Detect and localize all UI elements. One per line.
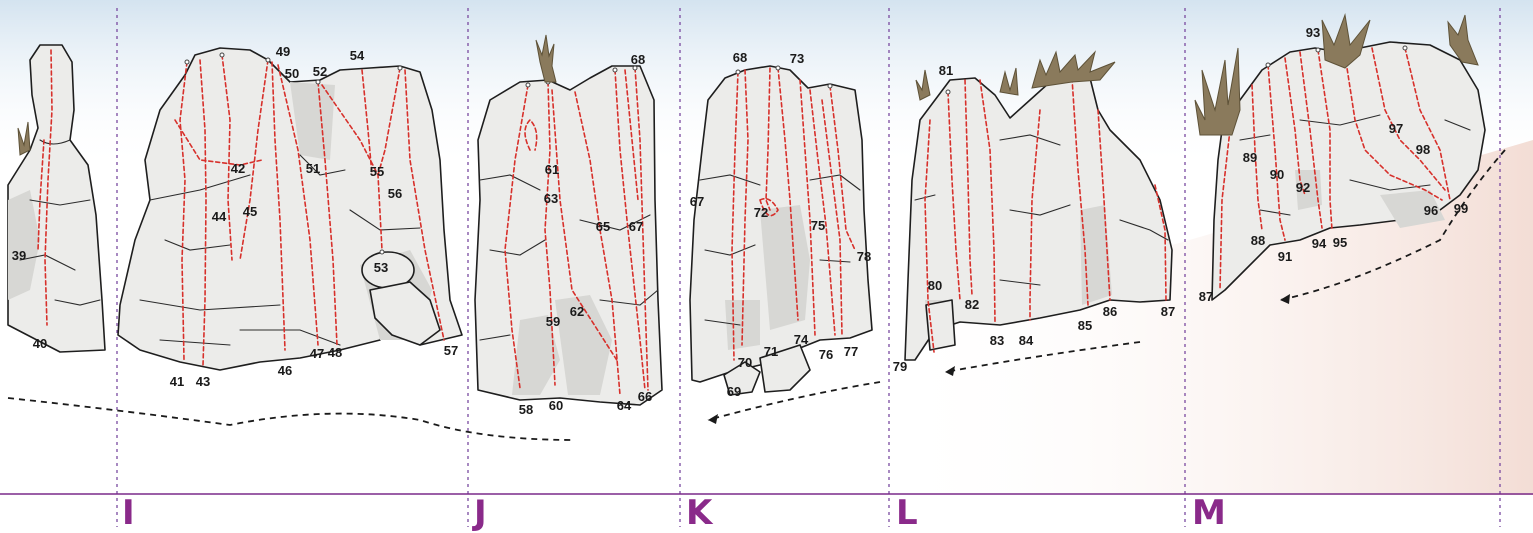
route-number: 65	[596, 219, 610, 234]
route-number: 62	[570, 304, 584, 319]
route-number: 77	[844, 344, 858, 359]
route-number: 80	[928, 278, 942, 293]
route-number: 68	[631, 52, 645, 67]
route-number: 86	[1103, 304, 1117, 319]
route-number: 85	[1078, 318, 1092, 333]
route-number: 57	[444, 343, 458, 358]
route-number: 71	[764, 344, 778, 359]
route-number: 47	[310, 346, 324, 361]
route-number: 68	[733, 50, 747, 65]
route-number: 43	[196, 374, 210, 389]
route-number: 89	[1243, 150, 1257, 165]
route-number: 94	[1312, 236, 1327, 251]
route-number: 99	[1454, 201, 1468, 216]
route-number: 79	[893, 359, 907, 374]
route-number: 87	[1199, 289, 1213, 304]
route-number: 81	[939, 63, 953, 78]
route-number: 54	[350, 48, 365, 63]
route-number: 41	[170, 374, 184, 389]
route-number: 88	[1251, 233, 1265, 248]
route-number: 48	[328, 345, 342, 360]
route-number: 49	[276, 44, 290, 59]
route-number: 72	[754, 205, 768, 220]
route-number: 53	[374, 260, 388, 275]
route-number: 74	[794, 332, 809, 347]
route-number: 96	[1424, 203, 1438, 218]
rock-sector-I	[118, 48, 462, 370]
route-number: 44	[212, 209, 227, 224]
route-number: 84	[1019, 333, 1034, 348]
route-number: 51	[306, 161, 320, 176]
route-number: 75	[811, 218, 825, 233]
sector-label-M: M	[1192, 496, 1226, 530]
route-number: 73	[790, 51, 804, 66]
route-number: 98	[1416, 142, 1430, 157]
route-number: 64	[617, 398, 632, 413]
route-number: 97	[1389, 121, 1403, 136]
route-number: 52	[313, 64, 327, 79]
route-number: 67	[690, 194, 704, 209]
route-number: 83	[990, 333, 1004, 348]
route-number: 58	[519, 402, 533, 417]
route-number: 76	[819, 347, 833, 362]
route-number: 40	[33, 336, 47, 351]
rock-sector-J	[475, 66, 662, 405]
sector-label-K: K	[686, 496, 712, 530]
route-number: 63	[544, 191, 558, 206]
route-number: 93	[1306, 25, 1320, 40]
route-number: 56	[388, 186, 402, 201]
route-number: 91	[1278, 249, 1292, 264]
route-number: 55	[370, 164, 384, 179]
route-number: 61	[545, 162, 559, 177]
route-number: 69	[727, 384, 741, 399]
route-number: 39	[12, 248, 26, 263]
route-number: 59	[546, 314, 560, 329]
route-number: 60	[549, 398, 563, 413]
sector-label-L: L	[896, 496, 918, 530]
route-number: 87	[1161, 304, 1175, 319]
route-number: 92	[1296, 180, 1310, 195]
route-number: 70	[738, 355, 752, 370]
route-number: 78	[857, 249, 871, 264]
route-number: 50	[285, 66, 299, 81]
route-number: 90	[1270, 167, 1284, 182]
route-number: 45	[243, 204, 257, 219]
route-number: 46	[278, 363, 292, 378]
route-number: 82	[965, 297, 979, 312]
sector-label-J: J	[474, 496, 487, 530]
sector-label-I: I	[122, 496, 135, 530]
route-number: 66	[638, 389, 652, 404]
route-number: 42	[231, 161, 245, 176]
route-number: 95	[1333, 235, 1347, 250]
route-number: 67	[629, 219, 643, 234]
